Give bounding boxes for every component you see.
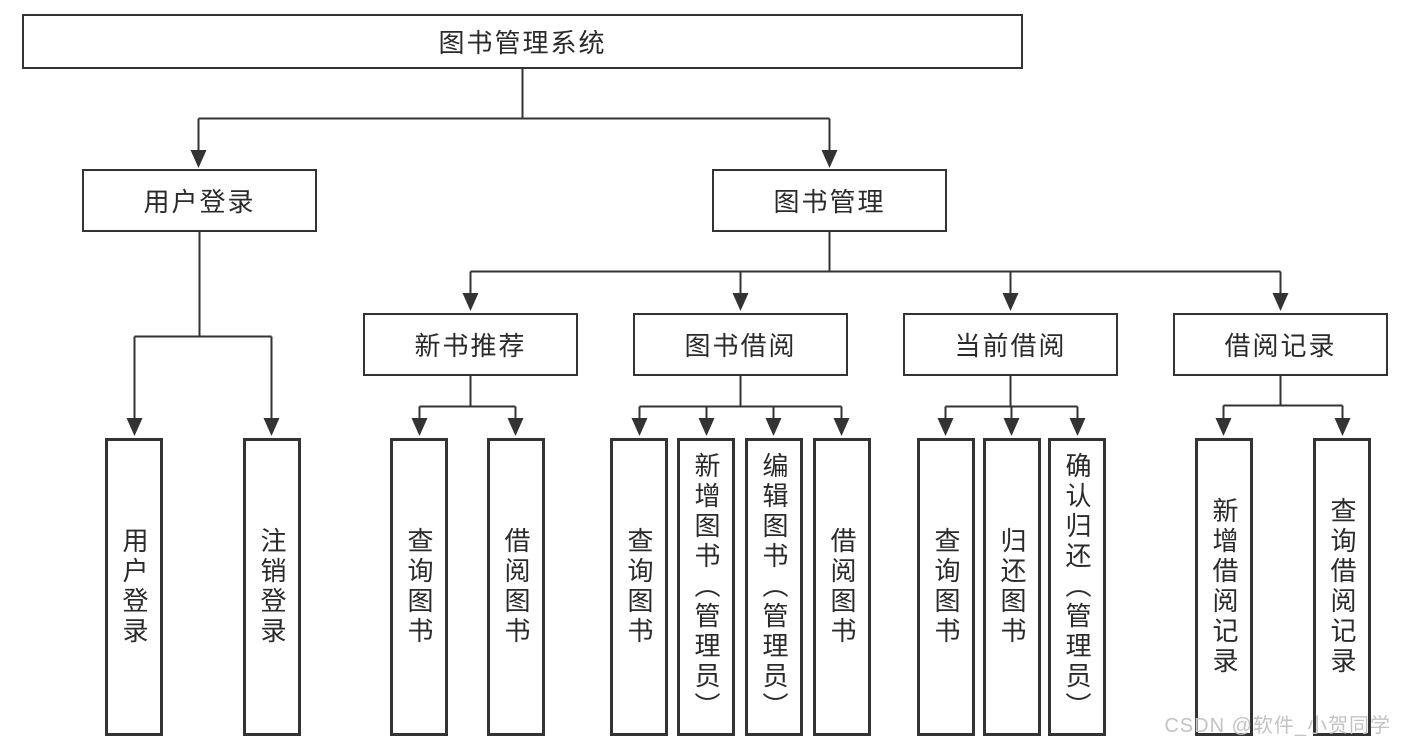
node-new-book-recommendation: 新书推荐	[363, 313, 578, 376]
connector-borrowrecords-to-leaves	[1215, 376, 1351, 436]
node-label: 当前借阅	[954, 331, 1067, 361]
connector-userlogin-to-leaves	[126, 232, 280, 436]
leaf-user-login: 用户登录	[105, 438, 163, 736]
connector-newbooks-to-leaves	[411, 376, 524, 436]
node-label: 注销登录	[257, 527, 287, 647]
node-book-borrowing: 图书借阅	[633, 313, 848, 376]
node-borrowing-records: 借阅记录	[1173, 313, 1388, 376]
node-label: 查询图书	[931, 527, 961, 647]
node-label: 图书管理	[773, 187, 886, 217]
node-label: 借阅记录	[1224, 331, 1337, 361]
leaf-confirm-return-admin: 确认归还（管理员）	[1048, 438, 1106, 736]
leaf-query-books-1: 查询图书	[390, 438, 448, 736]
node-current-borrowing: 当前借阅	[903, 313, 1118, 376]
node-label: 查询图书	[404, 527, 434, 647]
node-user-login: 用户登录	[82, 169, 317, 232]
node-label: 用户登录	[119, 527, 149, 647]
leaf-return-books: 归还图书	[983, 438, 1041, 736]
node-label: 新书推荐	[414, 331, 527, 361]
leaf-query-books-2: 查询图书	[610, 438, 668, 736]
node-label: 编辑图书（管理员）	[759, 452, 789, 722]
leaf-query-books-3: 查询图书	[917, 438, 975, 736]
leaf-add-books-admin: 新增图书（管理员）	[677, 438, 735, 736]
connector-bookmgmt-to-level3	[462, 232, 1289, 311]
leaf-borrow-books-1: 借阅图书	[487, 438, 545, 736]
connector-currentborrow-to-leaves	[937, 376, 1086, 436]
node-label: 用户登录	[143, 187, 256, 217]
node-book-management: 图书管理	[712, 169, 947, 232]
node-label: 查询图书	[624, 527, 654, 647]
leaf-add-borrow-record: 新增借阅记录	[1195, 438, 1253, 736]
node-label: 借阅图书	[501, 527, 531, 647]
watermark: CSDN @软件_小贺同学	[1164, 715, 1391, 737]
node-label: 查询借阅记录	[1327, 497, 1357, 677]
connector-root-to-level2	[190, 69, 838, 168]
leaf-edit-books-admin: 编辑图书（管理员）	[745, 438, 803, 736]
connector-bookborrow-to-leaves	[631, 376, 850, 436]
node-label: 借阅图书	[827, 527, 857, 647]
node-label: 新增图书（管理员）	[691, 452, 721, 722]
node-label: 归还图书	[997, 527, 1027, 647]
node-label: 新增借阅记录	[1209, 497, 1239, 677]
node-label: 图书管理系统	[438, 28, 607, 58]
node-label: 确认归还（管理员）	[1062, 452, 1092, 722]
leaf-query-borrow-record: 查询借阅记录	[1313, 438, 1371, 736]
leaf-borrow-books-2: 借阅图书	[813, 438, 871, 736]
leaf-logout: 注销登录	[243, 438, 301, 736]
node-label: 图书借阅	[684, 331, 797, 361]
node-library-management-system: 图书管理系统	[22, 14, 1023, 69]
